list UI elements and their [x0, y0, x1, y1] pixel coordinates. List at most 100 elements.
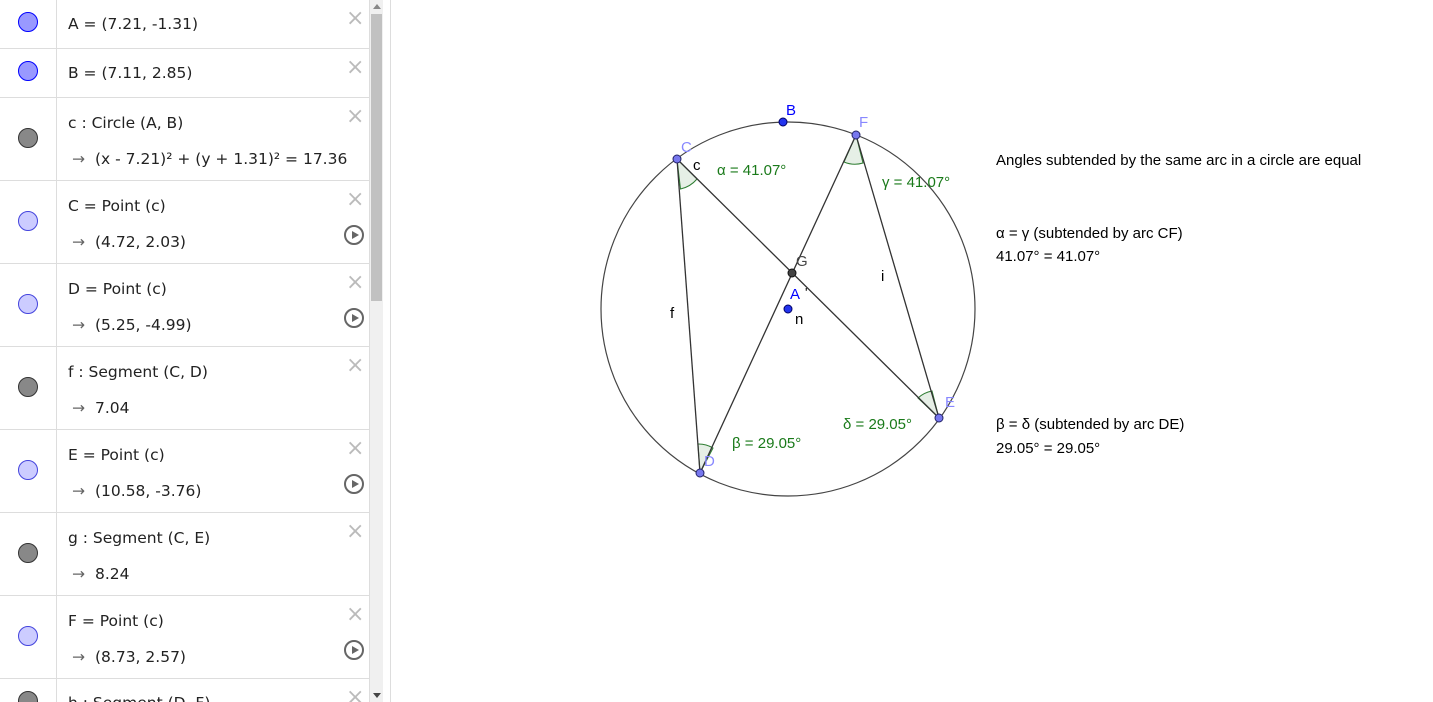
item-output-value: (5.25, -4.99) — [95, 316, 192, 334]
label-i: i — [881, 268, 884, 285]
item-output-value: 8.24 — [95, 565, 130, 583]
item-gutter — [56, 49, 57, 97]
geometry-canvas[interactable]: B F C c G A ' n f i D E α = 41.07° γ = 4… — [391, 0, 1433, 702]
visibility-toggle[interactable] — [18, 128, 38, 148]
item-output: →(8.73, 2.57) — [72, 648, 186, 666]
angle-gamma-label: γ = 41.07° — [882, 174, 950, 191]
algebra-item[interactable]: f : Segment (C, D)→7.04× — [0, 347, 369, 430]
label-D: D — [704, 453, 715, 470]
item-definition[interactable]: B = (7.11, 2.85) — [68, 64, 193, 82]
algebra-item[interactable]: C = Point (c) → (4.72, 2.03) × — [0, 181, 369, 264]
point-F[interactable] — [851, 130, 861, 140]
segment-h[interactable] — [699, 134, 857, 474]
point-B[interactable] — [778, 117, 788, 127]
algebra-item[interactable]: F = Point (c) →(8.73, 2.57) × — [0, 596, 369, 679]
visibility-toggle[interactable] — [18, 12, 38, 32]
label-n: n — [795, 311, 803, 328]
arrow-icon: → — [72, 648, 85, 666]
algebra-item[interactable]: h : Segment (D, F) × — [0, 679, 369, 702]
item-gutter — [56, 347, 57, 429]
point-G[interactable] — [787, 268, 797, 278]
angle-delta-label: δ = 29.05° — [843, 416, 912, 433]
item-gutter — [56, 264, 57, 346]
algebra-item[interactable]: E = Point (c) →(10.58, -3.76) × — [0, 430, 369, 513]
view-divider[interactable] — [390, 0, 391, 702]
point-E[interactable] — [934, 413, 944, 423]
item-output: → 8.24 — [72, 565, 130, 583]
close-icon[interactable]: × — [346, 353, 365, 378]
algebra-item[interactable]: A = (7.21, -1.31) × — [0, 0, 369, 49]
item-output-value: 7.04 — [95, 399, 130, 417]
visibility-toggle[interactable] — [18, 211, 38, 231]
scrollbar-thumb[interactable] — [371, 14, 382, 301]
point-D[interactable] — [695, 468, 705, 478]
visibility-toggle[interactable] — [18, 626, 38, 646]
angle-delta-sector — [917, 390, 940, 420]
item-definition[interactable]: g : Segment (C, E) — [68, 529, 211, 547]
close-icon[interactable]: × — [346, 6, 365, 31]
item-definition[interactable]: D = Point (c) — [68, 280, 167, 298]
visibility-toggle[interactable] — [18, 691, 38, 702]
item-output: → (4.72, 2.03) — [72, 233, 186, 251]
point-A[interactable] — [783, 304, 793, 314]
item-definition[interactable]: C = Point (c) — [68, 197, 166, 215]
scroll-down-arrow-icon[interactable] — [373, 693, 381, 698]
item-gutter — [56, 181, 57, 263]
close-icon[interactable]: × — [346, 55, 365, 80]
play-icon[interactable] — [344, 474, 364, 494]
close-icon[interactable]: × — [346, 519, 365, 544]
algebra-scrollbar[interactable] — [370, 0, 383, 702]
close-icon[interactable]: × — [346, 187, 365, 212]
angle-beta-label: β = 29.05° — [732, 435, 801, 452]
arrow-icon: → — [72, 150, 85, 168]
scroll-up-arrow-icon[interactable] — [373, 4, 381, 9]
label-G: G — [796, 253, 808, 270]
play-icon[interactable] — [344, 308, 364, 328]
visibility-toggle[interactable] — [18, 294, 38, 314]
play-icon[interactable] — [344, 225, 364, 245]
label-B: B — [786, 102, 796, 119]
item-definition[interactable]: E = Point (c) — [68, 446, 165, 464]
close-icon[interactable]: × — [346, 104, 365, 129]
item-output-value: (4.72, 2.03) — [95, 233, 186, 251]
item-gutter — [56, 596, 57, 678]
item-definition[interactable]: c : Circle (A, B) — [68, 114, 184, 132]
visibility-toggle[interactable] — [18, 460, 38, 480]
visibility-toggle[interactable] — [18, 377, 38, 397]
item-definition[interactable]: A = (7.21, -1.31) — [68, 15, 199, 33]
item-gutter — [56, 98, 57, 180]
algebra-item[interactable]: g : Segment (C, E) → 8.24 × — [0, 513, 369, 596]
item-definition[interactable]: f : Segment (C, D) — [68, 363, 208, 381]
item-gutter — [56, 0, 57, 48]
text-title: Angles subtended by the same arc in a ci… — [996, 152, 1362, 169]
item-gutter — [56, 513, 57, 595]
angle-alpha-label: α = 41.07° — [717, 162, 786, 179]
close-icon[interactable]: × — [346, 436, 365, 461]
arrow-icon: → — [72, 565, 85, 583]
item-gutter — [56, 679, 57, 702]
close-icon[interactable]: × — [346, 270, 365, 295]
algebra-item[interactable]: B = (7.11, 2.85) × — [0, 49, 369, 98]
arrow-icon: → — [72, 482, 85, 500]
algebra-item[interactable]: D = Point (c) → (5.25, -4.99) × — [0, 264, 369, 347]
segment-i[interactable] — [855, 134, 940, 419]
close-icon[interactable]: × — [346, 685, 365, 702]
play-icon[interactable] — [344, 640, 364, 660]
circle-c[interactable] — [600, 121, 976, 497]
point-C[interactable] — [672, 154, 682, 164]
graphics-view[interactable]: B F C c G A ' n f i D E α = 41.07° γ = 4… — [391, 0, 1433, 702]
algebra-item[interactable]: c : Circle (A, B)→(x - 7.21)² + (y + 1.3… — [0, 98, 369, 181]
text-alpha-gamma: α = γ (subtended by arc CF) — [996, 225, 1183, 242]
visibility-toggle[interactable] — [18, 61, 38, 81]
segment-g[interactable] — [676, 158, 940, 419]
arrow-icon: → — [72, 233, 85, 251]
visibility-toggle[interactable] — [18, 543, 38, 563]
label-prime: ' — [805, 285, 807, 300]
item-output: →(10.58, -3.76) — [72, 482, 201, 500]
close-icon[interactable]: × — [346, 602, 365, 627]
segment-f[interactable] — [676, 158, 701, 474]
item-output: → (5.25, -4.99) — [72, 316, 192, 334]
item-definition[interactable]: h : Segment (D, F) — [68, 694, 210, 702]
item-definition[interactable]: F = Point (c) — [68, 612, 164, 630]
arrow-icon: → — [72, 316, 85, 334]
